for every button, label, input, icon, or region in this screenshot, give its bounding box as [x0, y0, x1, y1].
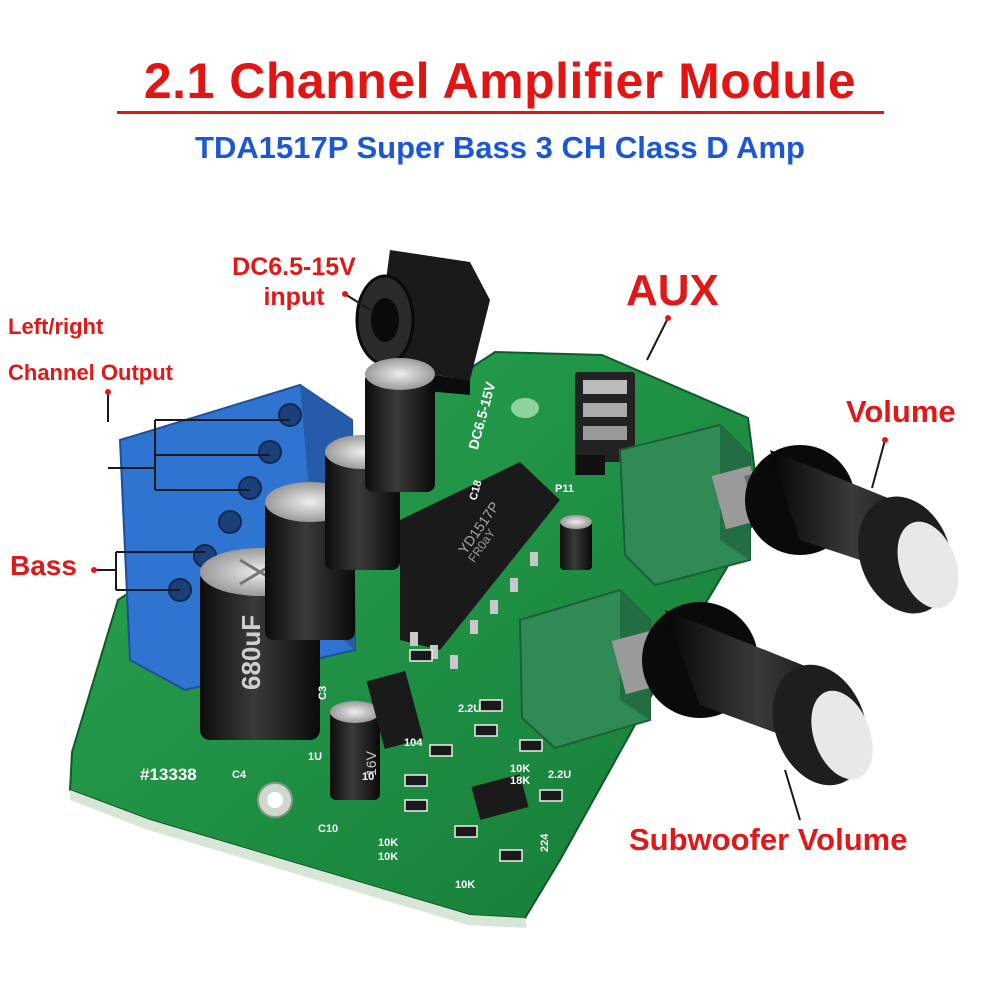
smd-resistor	[404, 799, 428, 812]
smd-resistor	[429, 744, 453, 757]
cap-rating-label: 680uF	[236, 615, 266, 690]
subwoofer-potentiometer	[518, 588, 665, 750]
silk-c4: C4	[232, 769, 247, 781]
smd-resistor	[479, 699, 503, 712]
volume-label: Volume	[846, 394, 956, 429]
page-title: 2.1 Channel Amplifier Module	[143, 53, 857, 109]
subwoofer-volume-label: Subwoofer Volume	[629, 822, 908, 857]
silk-22u-a: 2.2U	[458, 703, 481, 715]
silk-18k: 18K	[510, 775, 530, 787]
aux-jack	[575, 372, 635, 475]
board-id-label: #13338	[140, 765, 197, 784]
channel-output-label: Channel Output	[8, 360, 173, 385]
mounting-hole-2	[511, 398, 539, 418]
page-subtitle: TDA1517P Super Bass 3 CH Class D Amp	[195, 130, 805, 165]
silk-22u-b: 2.2U	[548, 769, 571, 781]
silk-224: 224	[539, 833, 551, 852]
callout-lines	[94, 293, 886, 821]
mounting-hole	[257, 782, 293, 818]
smd-resistor	[474, 724, 498, 737]
dc-input-label: DC6.5-15V input	[232, 253, 356, 311]
silk-p11: P11	[555, 483, 574, 495]
smd-chip	[471, 774, 529, 820]
cap-voltage-label: 16V	[363, 750, 379, 776]
capacitor-small-right	[560, 515, 592, 570]
subwoofer-knob	[642, 602, 873, 786]
left-right-label: Left/right	[8, 314, 104, 339]
smd-resistor	[454, 825, 478, 838]
smd-resistor	[499, 849, 523, 862]
silk-c3: C3	[317, 686, 329, 700]
silk-10k-b: 10K	[378, 837, 398, 849]
smd-resistor	[404, 774, 428, 787]
smd-resistor	[519, 739, 543, 752]
aux-label: AUX	[626, 266, 719, 315]
capacitor-back	[365, 358, 435, 492]
smd-resistor	[409, 649, 433, 662]
capacitor-small-bottom: 16V	[330, 701, 380, 800]
silk-c18: C18	[468, 479, 485, 502]
bass-label: Bass	[10, 550, 77, 581]
silk-10k-a: 10K	[510, 763, 530, 775]
silk-10: 10	[362, 771, 374, 783]
silk-104: 104	[404, 737, 423, 749]
volume-knob	[745, 445, 959, 614]
silk-10k-c: 10K	[378, 851, 398, 863]
silk-c10: C10	[318, 823, 338, 835]
title-underline	[117, 111, 884, 114]
silk-10k-d: 10K	[455, 879, 475, 891]
amplifier-ic: YD1517P FR0aY	[400, 462, 560, 669]
smd-resistor	[539, 789, 563, 802]
silk-1u: 1U	[308, 751, 322, 763]
smd-chip-2	[366, 671, 424, 749]
